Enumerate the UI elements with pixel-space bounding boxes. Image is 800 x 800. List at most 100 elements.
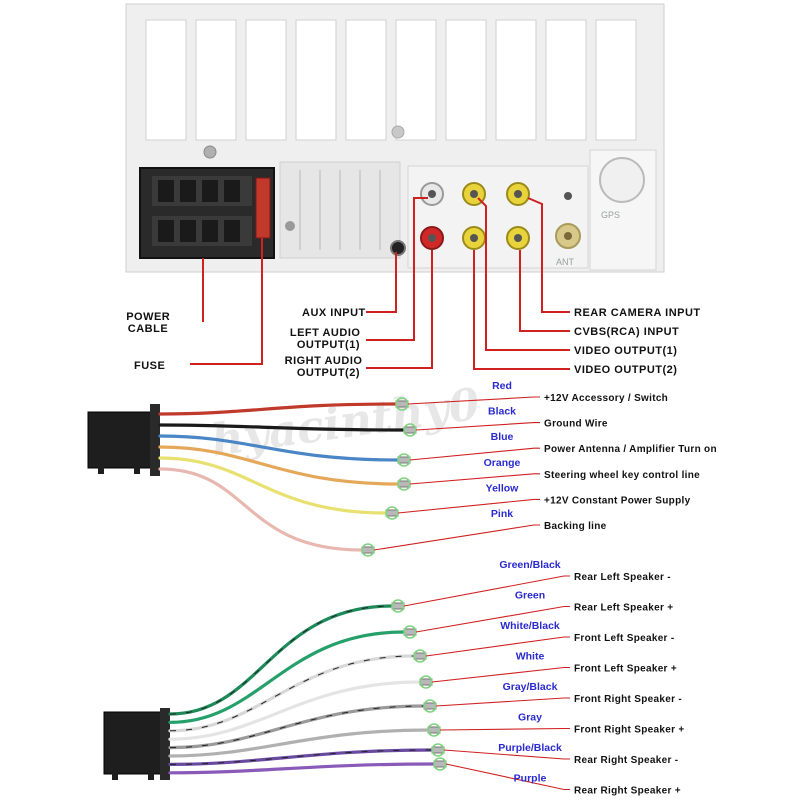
label-left-audio: LEFT AUDIO OUTPUT(1) <box>290 327 364 351</box>
speaker-leader-gray <box>439 727 570 731</box>
leader-cvbs <box>519 250 570 332</box>
power-leader-yellow <box>397 498 540 514</box>
leader-fuse <box>190 238 263 365</box>
speaker-color-label-gray: Gray <box>518 712 542 724</box>
label-cvbs: CVBS(RCA) INPUT <box>574 326 679 338</box>
power-harness-plug <box>87 411 155 469</box>
power-terminal-yellow <box>385 509 399 517</box>
fuse-body <box>255 177 271 239</box>
power-function-label-pink: Backing line <box>544 521 607 532</box>
speaker-leader-purple-black <box>443 749 570 760</box>
rca-plate <box>407 165 589 269</box>
gps-label: GPS <box>601 210 620 220</box>
power-function-label-yellow: +12V Constant Power Supply <box>544 495 691 506</box>
speaker-terminal-gray <box>427 726 441 734</box>
leader-right-audio <box>366 250 433 369</box>
speaker-leader-green-black <box>403 575 570 607</box>
speaker-function-label-green-black: Rear Left Speaker - <box>574 572 671 583</box>
power-wire-blue <box>158 434 400 462</box>
speaker-leader-green <box>415 605 570 633</box>
aux-jack <box>390 240 406 256</box>
iso-connector <box>139 167 275 259</box>
speaker-color-label-green: Green <box>515 590 545 602</box>
power-wire-yellow <box>158 456 388 515</box>
speaker-terminal-white <box>419 678 433 686</box>
power-color-label-black: Black <box>488 406 516 418</box>
speaker-function-label-white-black: Front Left Speaker - <box>574 633 674 644</box>
power-leader-red <box>407 396 540 405</box>
leader-aux-input <box>366 252 397 313</box>
speaker-color-label-white: White <box>516 651 545 663</box>
leader-video-out-1 <box>477 197 570 351</box>
speaker-leader-purple <box>445 763 570 791</box>
speaker-wire-purple <box>168 762 436 775</box>
power-terminal-red <box>395 400 409 408</box>
screw <box>285 221 295 231</box>
speaker-function-label-gray: Front Right Speaker + <box>574 725 684 736</box>
speaker-function-label-purple: Rear Right Speaker + <box>574 786 681 797</box>
label-right-audio: RIGHT AUDIO OUTPUT(2) <box>285 355 366 379</box>
speaker-harness <box>103 708 170 780</box>
label-video-out-1: VIDEO OUTPUT(1) <box>574 345 677 357</box>
speaker-leader-white <box>431 666 570 683</box>
speaker-leader-gray-black <box>435 697 570 707</box>
speaker-wire-stripe-gray-black <box>169 705 425 749</box>
power-color-label-orange: Orange <box>484 457 521 469</box>
speaker-wire-stripe-green-black <box>169 605 393 715</box>
leader-left-audio <box>366 197 428 341</box>
power-terminal-blue <box>397 456 411 464</box>
speaker-harness-plug <box>103 711 163 775</box>
heat-sink-fins <box>145 19 637 141</box>
speaker-color-label-white-black: White/Black <box>500 620 560 632</box>
speaker-wire-green <box>168 630 406 724</box>
power-terminal-pink <box>361 546 375 554</box>
power-function-label-orange: Steering wheel key control line <box>544 470 700 481</box>
label-aux-input: AUX INPUT <box>302 307 366 319</box>
label-fuse: FUSE <box>134 360 165 372</box>
speaker-terminal-white-black <box>413 652 427 660</box>
antenna-pin <box>564 232 572 240</box>
speaker-function-label-green: Rear Left Speaker + <box>574 603 673 614</box>
ant-label: ANT <box>556 257 575 267</box>
speaker-terminal-purple-black <box>431 746 445 754</box>
speaker-terminal-green <box>403 628 417 636</box>
power-wire-pink <box>158 467 364 552</box>
power-leader-black <box>415 422 540 431</box>
label-video-out-2: VIDEO OUTPUT(2) <box>574 364 677 376</box>
power-leader-pink <box>373 524 540 551</box>
speaker-color-label-green-black: Green/Black <box>499 559 560 571</box>
power-harness <box>87 404 160 476</box>
leader-rear-camera <box>527 197 570 313</box>
speaker-function-label-purple-black: Rear Right Speaker - <box>574 755 678 766</box>
power-leader-orange <box>409 473 540 485</box>
power-harness-plug-lip <box>150 404 160 476</box>
speaker-terminal-green-black <box>391 602 405 610</box>
speaker-wire-gray <box>168 728 430 758</box>
power-terminal-orange <box>397 480 411 488</box>
screw-hole <box>391 125 405 139</box>
power-color-label-blue: Blue <box>491 431 514 443</box>
power-function-label-red: +12V Accessory / Switch <box>544 393 668 404</box>
speaker-wire-purple-black <box>168 748 434 766</box>
power-color-label-red: Red <box>492 380 512 392</box>
speaker-harness-plug-lip <box>160 708 170 780</box>
leader-video-out-2 <box>473 250 570 370</box>
gps-port <box>599 157 645 203</box>
speaker-function-label-white: Front Left Speaker + <box>574 664 677 675</box>
power-color-label-yellow: Yellow <box>486 482 520 494</box>
rca-jacks <box>420 182 530 250</box>
speaker-terminal-gray-black <box>423 702 437 710</box>
screw <box>203 145 217 159</box>
power-wire-black <box>158 423 406 432</box>
speaker-color-label-purple: Purple <box>514 773 547 785</box>
watermark: hyacinthy0 <box>208 379 483 467</box>
label-power-cable: POWER CABLE <box>126 311 174 335</box>
ground-screw <box>564 192 572 200</box>
speaker-wire-green-black <box>168 604 394 716</box>
power-leader-blue <box>409 447 540 461</box>
speaker-wire-stripe-white-black <box>169 655 415 732</box>
power-terminal-black <box>403 426 417 434</box>
leader-lines <box>190 197 570 370</box>
power-color-label-pink: Pink <box>491 508 513 520</box>
